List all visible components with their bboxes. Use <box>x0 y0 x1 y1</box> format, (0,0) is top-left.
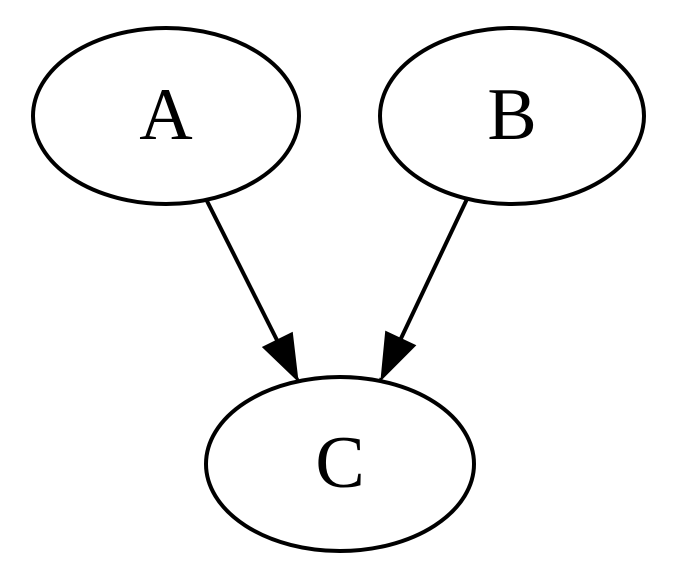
node-b: B <box>378 26 646 206</box>
edge-b-to-c <box>376 198 469 393</box>
node-a: A <box>31 26 301 206</box>
edge-b-c-arrowhead-icon <box>380 330 417 382</box>
node-c-label: C <box>315 422 364 504</box>
edge-a-to-c <box>204 198 304 393</box>
node-c: C <box>204 375 476 553</box>
node-b-label: B <box>487 74 536 156</box>
node-c-ellipse <box>204 375 476 553</box>
edge-a-c-arrowhead-icon <box>261 331 299 383</box>
node-a-label: A <box>139 74 192 156</box>
node-a-ellipse <box>31 26 301 206</box>
node-b-ellipse <box>378 26 646 206</box>
